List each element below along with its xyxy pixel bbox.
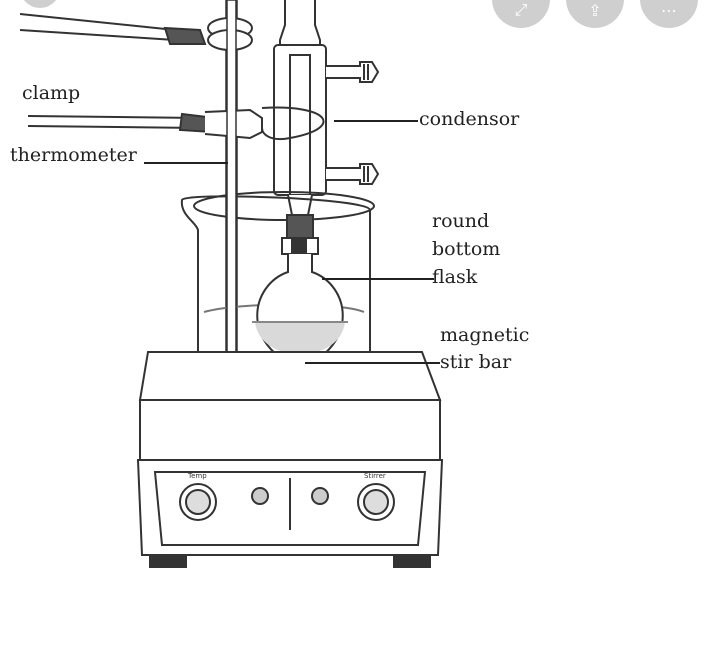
condenser [273, 0, 380, 216]
magnetic-label: magnetic [440, 324, 530, 346]
thermometer-label: thermometer [10, 144, 137, 166]
clamp-label: clamp [22, 82, 81, 104]
stirrer-knob-label: Stirrer [364, 472, 386, 480]
thermometer [226, 0, 237, 371]
condenser-clamp [27, 106, 325, 140]
temp-knob-label: Temp [187, 472, 207, 480]
more-icon: ⋯ [661, 1, 677, 20]
share-icon: ⇪ [588, 1, 602, 20]
round-bottom-flask [252, 214, 348, 370]
bottom-label: bottom [432, 238, 501, 260]
top-clamp [19, 13, 253, 51]
expand-icon: ⤢ [514, 0, 528, 19]
leader-lines [144, 120, 440, 364]
flask-label: flask [432, 266, 478, 288]
hotplate-stirrer [136, 351, 444, 568]
partial-circle-icon [24, 0, 56, 8]
stir-bar-label: stir bar [440, 351, 512, 373]
round-label: round [432, 210, 490, 232]
condensor-label: condensor [419, 108, 520, 130]
